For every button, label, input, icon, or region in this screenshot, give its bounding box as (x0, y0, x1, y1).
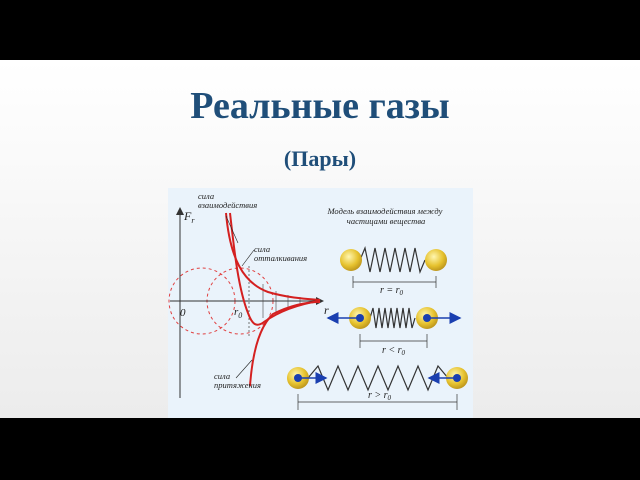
label-compressed: r < r0 (382, 345, 406, 357)
slide-subtitle: (Пары) (283, 146, 357, 171)
label-interaction: сила взаимодействия (198, 191, 257, 210)
slide-title: Реальные газы (190, 85, 450, 127)
x-axis-label: r (324, 303, 329, 317)
spring-equilibrium (359, 245, 426, 275)
origin-label: 0 (180, 307, 186, 319)
spring-stretched (307, 364, 449, 392)
slide: Реальные газы (Пары) (0, 60, 640, 418)
pointer-interaction (225, 215, 239, 244)
label-stretched: r > r0 (368, 390, 392, 402)
spring-compressed (369, 307, 416, 329)
repulsion-curve (225, 212, 321, 301)
model-caption: Модель взаимодействия между частицами ве… (326, 206, 444, 226)
ball-left (340, 249, 362, 271)
model-compressed: r < r0 (326, 307, 462, 357)
label-attraction: сила притяжения (214, 371, 261, 390)
interaction-force-figure: Fr r 0 r0 сила (168, 188, 473, 418)
figure-svg: Fr r 0 r0 сила (168, 191, 468, 410)
label-equilibrium: r = r0 (380, 285, 404, 297)
y-axis-label: Fr (183, 209, 195, 225)
model-stretched: r > r0 (287, 364, 468, 410)
pointer-attraction (235, 359, 253, 379)
r0-label: r0 (234, 306, 242, 320)
label-repulsion: сила отталкивания (254, 244, 307, 263)
interaction-curve (229, 212, 321, 326)
model-equilibrium: r = r0 (340, 245, 447, 297)
attraction-curve (249, 301, 321, 387)
pointer-repulsion (241, 249, 255, 267)
ball-right (425, 249, 447, 271)
